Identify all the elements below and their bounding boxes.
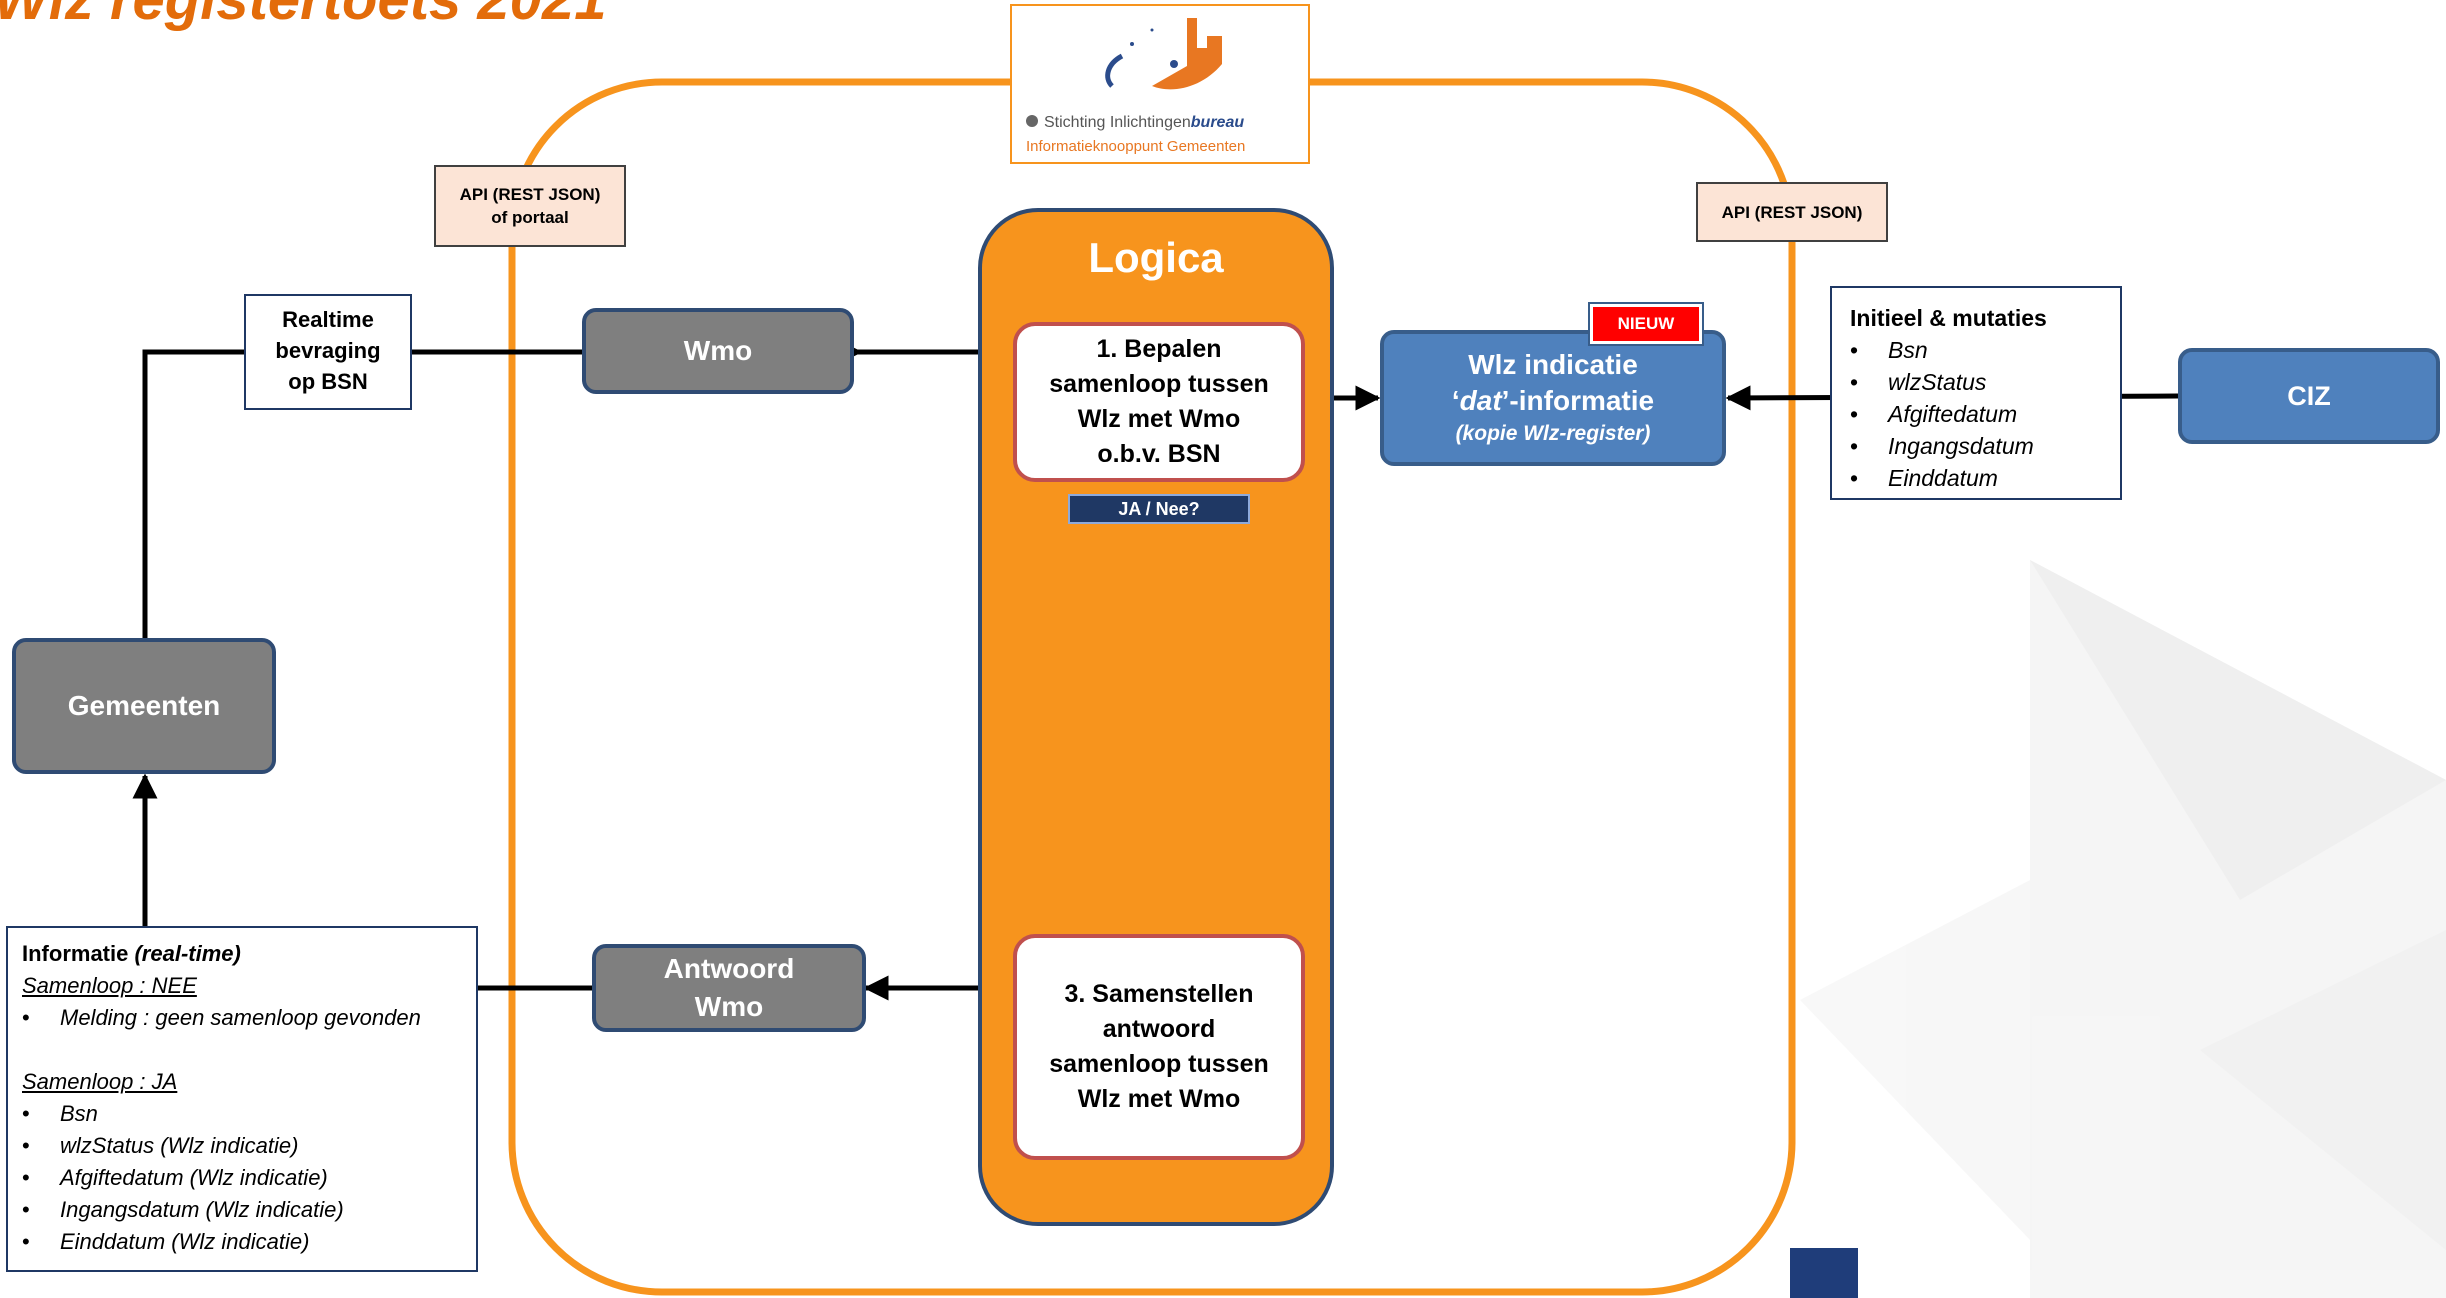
- initieel-item: Einddatum: [1850, 462, 2120, 494]
- logica-title: Logica: [1088, 234, 1224, 281]
- api-left-label: API (REST JSON) of portaal: [434, 165, 626, 247]
- logo-mark-icon: [1105, 18, 1222, 90]
- samenloop-ja-item: Einddatum (Wlz indicatie): [22, 1226, 476, 1258]
- samenloop-ja-list: Bsn wlzStatus (Wlz indicatie) Afgiftedat…: [22, 1098, 476, 1258]
- logo-name: Stichting Inlichtingen: [1044, 114, 1191, 131]
- step1-box: 1. Bepalen samenloop tussen Wlz met Wmo …: [1013, 322, 1305, 482]
- initieel-item: Ingangsdatum: [1850, 430, 2120, 462]
- initieel-item: Bsn: [1850, 334, 2120, 366]
- samenloop-nee-item: Melding : geen samenloop gevonden: [22, 1002, 476, 1034]
- corner-accent-block: [1790, 1248, 1858, 1298]
- samenloop-nee-heading: Samenloop : NEE: [22, 973, 197, 998]
- samenloop-ja-item: Ingangsdatum (Wlz indicatie): [22, 1194, 476, 1226]
- informatie-box: Informatie (real-time) Samenloop : NEE M…: [6, 926, 478, 1272]
- api-right-label: API (REST JSON): [1696, 182, 1888, 242]
- background-decoration: [1800, 560, 2446, 1298]
- initieel-mutaties-box: Initieel & mutaties Bsn wlzStatus Afgift…: [1830, 286, 2122, 500]
- nieuw-badge: NIEUW: [1588, 302, 1704, 346]
- ciz-label: CIZ: [2287, 380, 2331, 411]
- wlz-indicatie-box: Wlz indicatie ‘dat’-informatie (kopie Wl…: [1380, 330, 1726, 466]
- logo-dot-icon: [1026, 115, 1038, 127]
- wlz-line3: (kopie Wlz-register): [1455, 422, 1651, 445]
- samenloop-ja-item: Afgiftedatum (Wlz indicatie): [22, 1162, 476, 1194]
- samenloop-ja-item: Bsn: [22, 1098, 476, 1130]
- step3-box: 3. Samenstellen antwoord samenloop tusse…: [1013, 934, 1305, 1160]
- samenloop-nee-list: Melding : geen samenloop gevonden: [22, 1002, 476, 1034]
- page-title: Wlz registertoets 2021: [0, 0, 606, 33]
- samenloop-ja-heading: Samenloop : JA: [22, 1069, 178, 1094]
- realtime-query-box: Realtime bevraging op BSN: [244, 294, 412, 410]
- gemeenten-box: Gemeenten: [12, 638, 276, 774]
- informatie-title-bold: Informatie: [22, 941, 135, 966]
- informatie-title-italic: (real-time): [134, 941, 241, 966]
- initieel-list: Bsn wlzStatus Afgiftedatum Ingangsdatum …: [1850, 334, 2120, 494]
- wlz-line1: Wlz indicatie: [1468, 349, 1638, 380]
- ciz-box: CIZ: [2178, 348, 2440, 444]
- initieel-item: wlzStatus: [1850, 366, 2120, 398]
- initieel-item: Afgiftedatum: [1850, 398, 2120, 430]
- logo: Stichting Inlichtingenbureau Informatiek…: [1010, 4, 1310, 164]
- wmo-box: Wmo: [582, 308, 854, 394]
- logo-name-bold: bureau: [1190, 114, 1245, 131]
- antwoord-wmo-box: Antwoord Wmo: [592, 944, 866, 1032]
- wlz-quote-open: ‘: [1451, 385, 1460, 416]
- wlz-line2: ‘dat’-informatie: [1452, 383, 1654, 419]
- initieel-title: Initieel & mutaties: [1850, 305, 2047, 331]
- wlz-dat: dat: [1459, 385, 1502, 416]
- samenloop-ja-item: wlzStatus (Wlz indicatie): [22, 1130, 476, 1162]
- decision-tag: JA / Nee?: [1068, 494, 1250, 524]
- logo-subtitle: Informatieknooppunt Gemeenten: [1026, 138, 1246, 155]
- informatie-title: Informatie (real-time): [22, 938, 476, 970]
- wlz-info: ’-informatie: [1501, 385, 1655, 416]
